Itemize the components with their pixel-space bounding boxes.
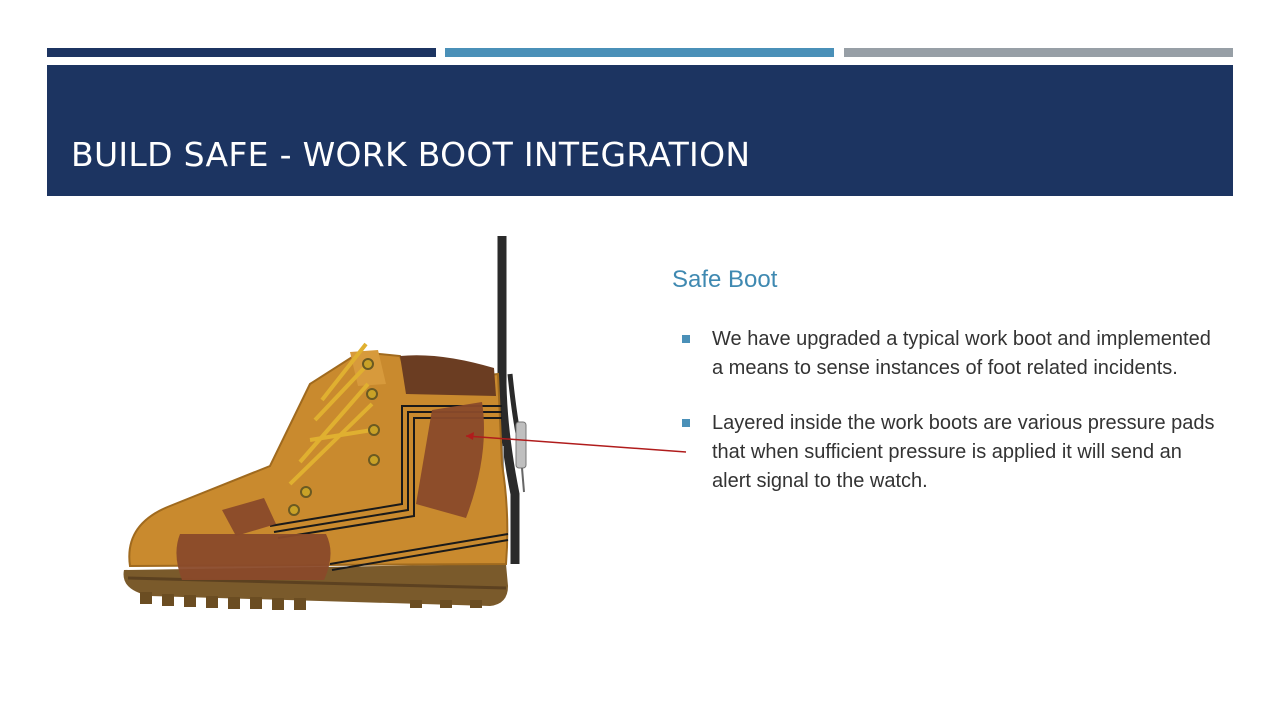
bullet-list: We have upgraded a typical work boot and…	[682, 325, 1222, 522]
bullet-item: We have upgraded a typical work boot and…	[682, 325, 1222, 383]
bullet-text: Layered inside the work boots are variou…	[712, 412, 1215, 492]
slide-title: Build Safe - Work Boot Integration	[71, 135, 751, 174]
accent-bar-teal	[445, 48, 834, 57]
bullet-item: Layered inside the work boots are variou…	[682, 409, 1222, 496]
work-boot-image	[123, 236, 527, 610]
bullet-text: We have upgraded a typical work boot and…	[712, 328, 1211, 379]
section-subheading: Safe Boot	[672, 266, 778, 293]
square-bullet-icon	[682, 335, 690, 343]
square-bullet-icon	[682, 419, 690, 427]
accent-bar-gray	[844, 48, 1233, 57]
accent-bar-navy	[47, 48, 436, 57]
title-band: Build Safe - Work Boot Integration	[47, 65, 1233, 196]
